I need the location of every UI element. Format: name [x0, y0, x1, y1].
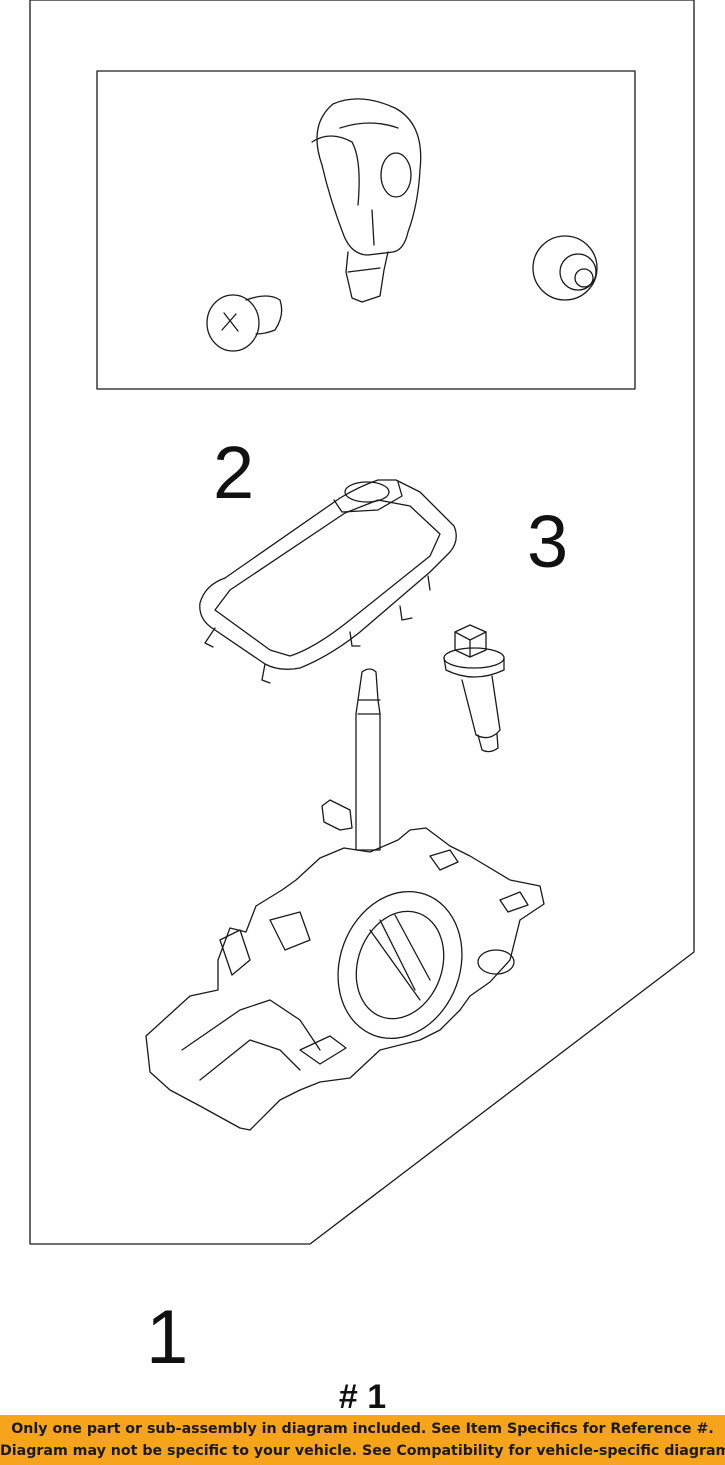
knob-kit-inset-box: [96, 70, 636, 390]
push-pin-clip-drawing: [206, 294, 283, 352]
disclaimer-banner: Only one part or sub-assembly in diagram…: [0, 1415, 725, 1465]
disclaimer-line-2: Diagram may not be specific to your vehi…: [0, 1443, 725, 1459]
shift-knob-drawing: [311, 98, 422, 303]
cap-drawing: [532, 235, 598, 301]
callout-2: 2: [213, 431, 255, 514]
disclaimer-line-1: Only one part or sub-assembly in diagram…: [11, 1421, 714, 1437]
shifter-base-assembly-drawing: [145, 668, 545, 1131]
bolt-drawing: [443, 624, 505, 753]
callout-3: 3: [527, 500, 569, 583]
callout-1: 1: [146, 1295, 189, 1380]
shift-bezel-drawing: [199, 479, 457, 684]
assembly-frame-outline: [29, 0, 695, 1245]
reference-number-label: # 1: [338, 1378, 387, 1416]
